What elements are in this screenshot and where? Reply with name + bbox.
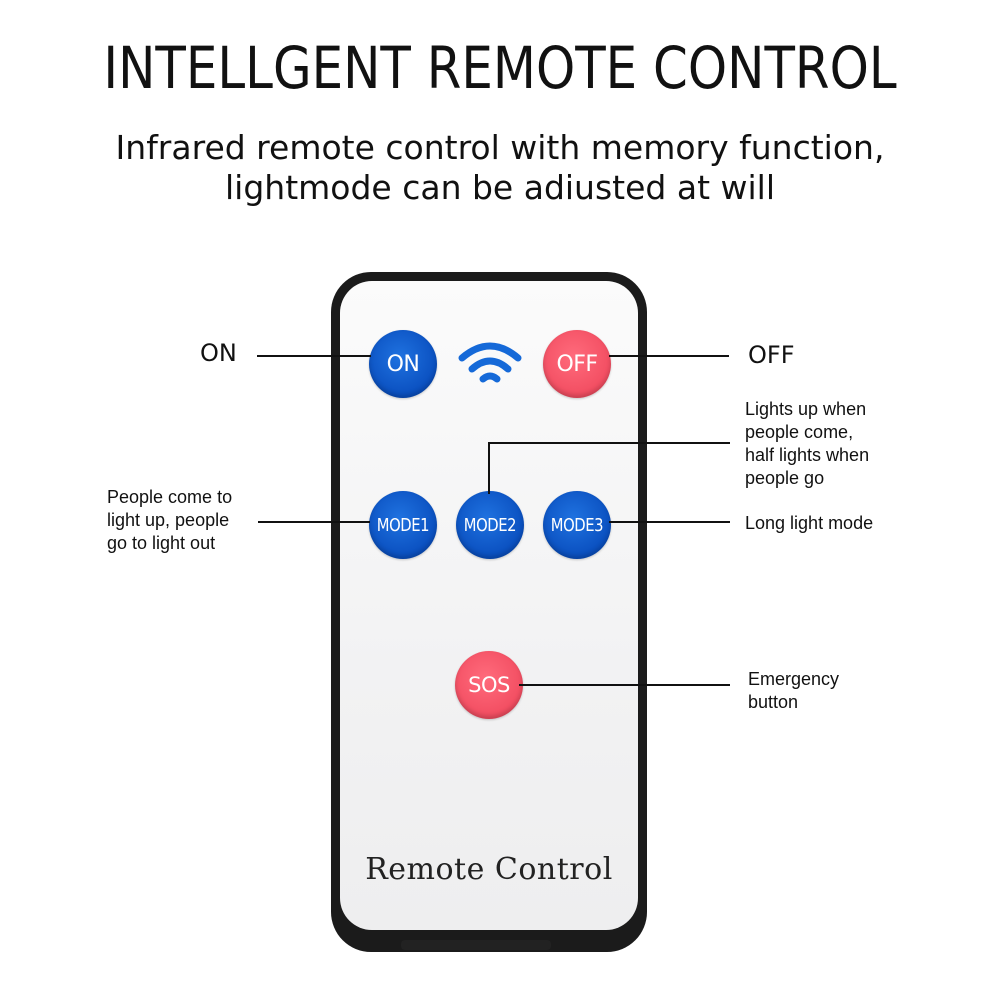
mode3-button[interactable]: MODE3 <box>543 491 611 559</box>
on-button-label: ON <box>386 351 420 377</box>
remote-bottom-edge <box>401 940 551 950</box>
mode2-annotation-line: Lights up when <box>745 399 867 419</box>
mode1-button[interactable]: MODE1 <box>369 491 437 559</box>
sos-button[interactable]: SOS <box>455 651 523 719</box>
sos-leader-line <box>519 684 730 686</box>
mode3-button-label: MODE3 <box>550 514 604 536</box>
mode2-annotation: Lights up when people come, half lights … <box>745 398 869 490</box>
mode3-leader-line <box>609 521 730 523</box>
page-title: INTELLGENT REMOTE CONTROL <box>103 34 897 102</box>
mode2-button-label: MODE2 <box>463 514 517 536</box>
mode1-annotation: People come to light up, people go to li… <box>107 486 232 555</box>
sos-annotation: Emergency button <box>748 668 839 714</box>
mode2-annotation-line: people go <box>745 468 825 488</box>
sos-button-label: SOS <box>468 673 510 697</box>
sos-annotation-line: button <box>748 692 799 712</box>
subtitle-line-2: lightmode can be adiusted at will <box>225 168 775 207</box>
off-button[interactable]: OFF <box>543 330 611 398</box>
mode3-annotation: Long light mode <box>745 513 874 533</box>
subtitle-line-1: Infrared remote control with memory func… <box>115 128 885 167</box>
wifi-signal-icon <box>458 342 522 383</box>
mode2-annotation-line: people come, <box>745 422 854 442</box>
mode2-annotation-line: half lights when <box>745 445 870 465</box>
mode2-leader-horizontal <box>488 442 730 444</box>
mode2-leader-vertical <box>488 442 490 494</box>
mode1-annotation-line: go to light out <box>107 533 216 553</box>
off-button-label: OFF <box>556 351 598 377</box>
mode1-annotation-line: light up, people <box>107 510 230 530</box>
on-button[interactable]: ON <box>369 330 437 398</box>
mode2-button[interactable]: MODE2 <box>456 491 524 559</box>
sos-annotation-line: Emergency <box>748 669 840 689</box>
remote-brand-label: Remote Control <box>365 852 613 887</box>
mode1-annotation-line: People come to <box>107 487 233 507</box>
off-annotation: OFF <box>748 341 795 369</box>
on-annotation: ON <box>200 339 237 367</box>
mode1-leader-line <box>258 521 370 523</box>
on-leader-line <box>257 355 371 357</box>
mode1-button-label: MODE1 <box>376 514 430 536</box>
page-subtitle: Infrared remote control with memory func… <box>0 128 1000 208</box>
off-leader-line <box>609 355 729 357</box>
